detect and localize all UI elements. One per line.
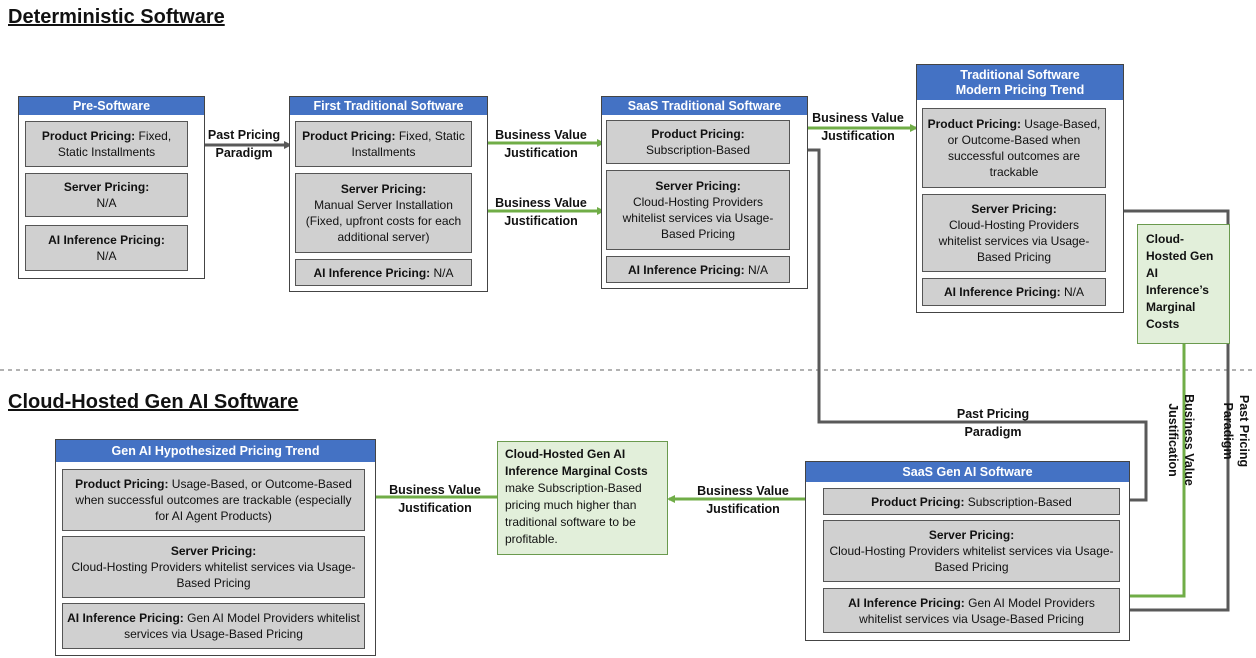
label-bv-3: Business Value Justification bbox=[812, 111, 904, 143]
server-pricing-value: Cloud-Hosting Providers whitelist servic… bbox=[829, 544, 1114, 574]
panel-header: SaaS Gen AI Software bbox=[806, 462, 1129, 482]
label-bv-4: Business Value Justification bbox=[389, 483, 481, 515]
label-bv-vertical: Business Value Justification bbox=[1166, 394, 1196, 486]
label-bv-2: Business Value Justification bbox=[495, 196, 587, 228]
product-pricing-cell: Product Pricing: Fixed, Static Installme… bbox=[25, 121, 188, 167]
server-pricing-value: Cloud-Hosting Providers whitelist servic… bbox=[938, 218, 1090, 264]
product-pricing-value: Subscription-Based bbox=[964, 494, 1072, 509]
ai-inference-pricing-value: N/A bbox=[1060, 285, 1085, 299]
ai-inference-pricing-value: N/A bbox=[744, 262, 769, 277]
arrow-bv-vertical bbox=[1121, 344, 1186, 600]
product-pricing-value: Subscription-Based bbox=[645, 143, 751, 157]
ai-inference-pricing-cell: AI Inference Pricing: Gen AI Model Provi… bbox=[823, 588, 1120, 633]
server-pricing-value: Cloud-Hosting Providers whitelist servic… bbox=[71, 560, 356, 590]
panel-saas-traditional: SaaS Traditional Software Product Pricin… bbox=[601, 96, 808, 289]
panel-header: Gen AI Hypothesized Pricing Trend bbox=[56, 440, 375, 462]
panel-saas-genai: SaaS Gen AI Software Product Pricing: Su… bbox=[805, 461, 1130, 641]
product-pricing-label: Product Pricing: bbox=[927, 117, 1021, 131]
label-bv-1: Business Value Justification bbox=[495, 128, 587, 160]
arrow-past-pricing-vertical bbox=[1106, 209, 1230, 614]
product-pricing-label: Product Pricing: bbox=[41, 129, 136, 143]
ai-inference-pricing-cell: AI Inference Pricing: Gen AI Model Provi… bbox=[62, 603, 365, 649]
server-pricing-value: N/A bbox=[96, 196, 117, 210]
ai-inference-pricing-label: AI Inference Pricing: bbox=[943, 285, 1061, 299]
server-pricing-cell: Server Pricing: N/A bbox=[25, 173, 188, 217]
section-title-deterministic: Deterministic Software bbox=[8, 6, 225, 28]
server-pricing-cell: Server Pricing: Cloud-Hosting Providers … bbox=[922, 194, 1106, 272]
product-pricing-value: Usage-Based, or Outcome-Based when succe… bbox=[947, 117, 1101, 179]
note-marginal-costs-center: Cloud-Hosted Gen AI Inference Marginal C… bbox=[497, 441, 668, 555]
label-bv-5: Business Value Justification bbox=[697, 484, 789, 516]
ai-inference-pricing-cell: AI Inference Pricing: N/A bbox=[25, 225, 188, 271]
label-past-pricing-vertical: Past Pricing Paradigm bbox=[1221, 394, 1251, 468]
ai-inference-pricing-label: AI Inference Pricing: bbox=[48, 233, 165, 247]
note-marginal-costs-side-text: Cloud-Hosted Gen AI Inference’s Marginal… bbox=[1146, 232, 1214, 331]
ai-inference-pricing-label: AI Inference Pricing: bbox=[313, 265, 431, 280]
panel-modern-trend: Traditional Software Modern Pricing Tren… bbox=[916, 64, 1124, 313]
label-past-pricing-1: Past Pricing Paradigm bbox=[207, 128, 281, 160]
product-pricing-cell: Product Pricing: Usage-Based, or Outcome… bbox=[922, 108, 1106, 188]
panel-pre-software: Pre-Software Product Pricing: Fixed, Sta… bbox=[18, 96, 205, 279]
ai-inference-pricing-cell: AI Inference Pricing: N/A bbox=[606, 256, 790, 283]
server-pricing-value: Cloud-Hosting Providers whitelist servic… bbox=[622, 195, 774, 241]
ai-inference-pricing-cell: AI Inference Pricing: N/A bbox=[295, 259, 472, 286]
panel-header: First Traditional Software bbox=[290, 97, 487, 115]
label-past-pricing-2: Past Pricing Paradigm bbox=[956, 407, 1030, 439]
product-pricing-cell: Product Pricing: Subscription-Based bbox=[823, 488, 1120, 515]
server-pricing-label: Server Pricing: bbox=[655, 179, 741, 193]
server-pricing-cell: Server Pricing: Cloud-Hosting Providers … bbox=[62, 536, 365, 598]
ai-inference-pricing-value: N/A bbox=[96, 249, 117, 263]
server-pricing-value: Manual Server Installation (Fixed, upfro… bbox=[305, 198, 462, 244]
note-center-text: make Subscription-Based pricing much hig… bbox=[505, 481, 642, 546]
product-pricing-label: Product Pricing: bbox=[302, 129, 396, 143]
product-pricing-label: Product Pricing: bbox=[651, 127, 745, 141]
ai-inference-pricing-label: AI Inference Pricing: bbox=[848, 595, 965, 610]
panel-first-traditional: First Traditional Software Product Prici… bbox=[289, 96, 488, 292]
panel-header: Pre-Software bbox=[19, 97, 204, 115]
product-pricing-value: Fixed, Static Installments bbox=[351, 129, 465, 159]
server-pricing-label: Server Pricing: bbox=[63, 180, 150, 194]
product-pricing-cell: Product Pricing: Fixed, Static Installme… bbox=[295, 121, 472, 167]
product-pricing-cell: Product Pricing: Usage-Based, or Outcome… bbox=[62, 469, 365, 531]
product-pricing-cell: Product Pricing: Subscription-Based bbox=[606, 120, 790, 164]
note-marginal-costs-side: Cloud-Hosted Gen AI Inference’s Marginal… bbox=[1137, 224, 1230, 344]
product-pricing-label: Product Pricing: bbox=[871, 494, 965, 509]
panel-header: SaaS Traditional Software bbox=[602, 97, 807, 115]
server-pricing-cell: Server Pricing: Cloud-Hosting Providers … bbox=[606, 170, 790, 250]
product-pricing-value: Fixed, Static Installments bbox=[57, 129, 172, 159]
server-pricing-label: Server Pricing: bbox=[340, 182, 427, 196]
panel-header: Traditional Software Modern Pricing Tren… bbox=[917, 65, 1123, 100]
server-pricing-cell: Server Pricing: Manual Server Installati… bbox=[295, 173, 472, 253]
ai-inference-pricing-value: Gen AI Model Providers whitelist service… bbox=[124, 611, 360, 641]
product-pricing-label: Product Pricing: bbox=[75, 477, 169, 491]
product-pricing-value: Usage-Based, or Outcome-Based when succe… bbox=[75, 477, 352, 523]
ai-inference-pricing-value: N/A bbox=[430, 265, 454, 280]
ai-inference-pricing-cell: AI Inference Pricing: N/A bbox=[922, 278, 1106, 306]
server-pricing-label: Server Pricing: bbox=[928, 528, 1015, 542]
server-pricing-cell: Server Pricing: Cloud-Hosting Providers … bbox=[823, 520, 1120, 582]
arrow-past-pricing-2 bbox=[789, 148, 1148, 504]
ai-inference-pricing-label: AI Inference Pricing: bbox=[67, 611, 184, 625]
ai-inference-pricing-value: Gen AI Model Providers whitelist service… bbox=[859, 595, 1095, 626]
server-pricing-label: Server Pricing: bbox=[170, 544, 257, 558]
panel-genai-trend: Gen AI Hypothesized Pricing Trend Produc… bbox=[55, 439, 376, 656]
ai-inference-pricing-label: AI Inference Pricing: bbox=[627, 262, 745, 277]
section-title-genai: Cloud-Hosted Gen AI Software bbox=[8, 391, 299, 413]
server-pricing-label: Server Pricing: bbox=[971, 202, 1057, 216]
note-center-bold: Cloud-Hosted Gen AI Inference Marginal C… bbox=[505, 447, 648, 478]
